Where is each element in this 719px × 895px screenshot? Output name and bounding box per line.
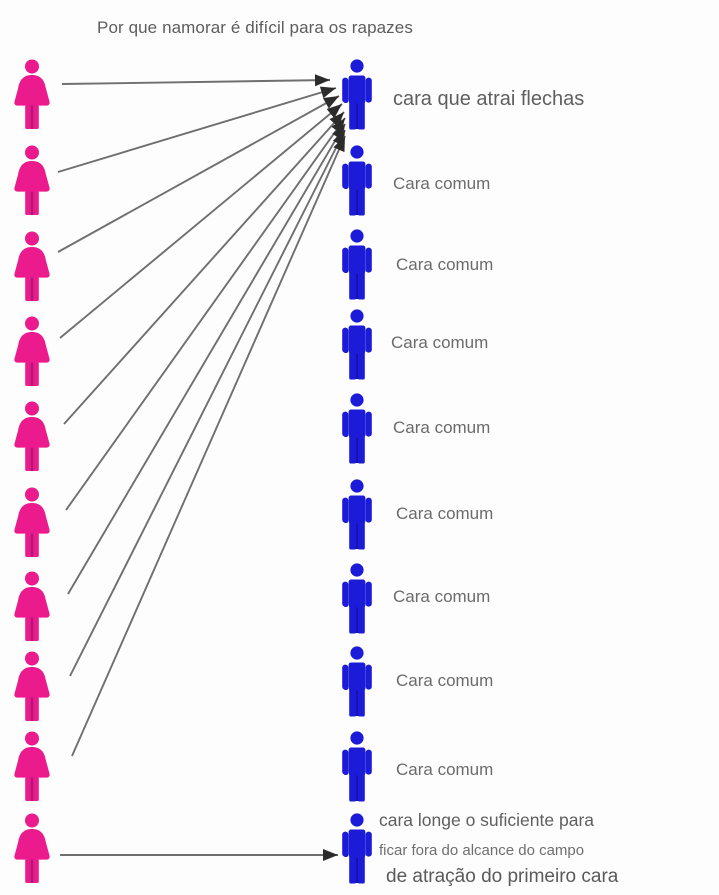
man-icon-4 — [337, 308, 377, 380]
arrow-female-5-to-first-male — [63, 111, 345, 425]
woman-icon-6 — [12, 486, 52, 558]
man-icon-8 — [337, 645, 377, 717]
male-row-label-6: Cara comum — [396, 504, 494, 523]
woman-icon-2 — [12, 144, 52, 216]
arrow-female-4-to-first-male — [59, 103, 343, 339]
woman-icon-5 — [12, 400, 52, 472]
male-row-label-8: Cara comum — [396, 671, 494, 690]
woman-icon-1 — [12, 58, 52, 130]
male-row-label-9: Cara comum — [396, 760, 494, 779]
arrow-female-10-to-last-male-head — [323, 849, 338, 861]
arrow-female-1-to-first-male-head — [314, 74, 330, 87]
man-icon-3 — [337, 228, 377, 300]
male-row-label-3: Cara comum — [396, 255, 494, 274]
male-row-label-4: Cara comum — [391, 333, 489, 352]
man-icon-2 — [337, 144, 377, 216]
woman-icon-4 — [12, 315, 52, 387]
male-row-label-2: Cara comum — [393, 174, 491, 193]
arrow-female-7-to-first-male — [67, 123, 346, 595]
far-guy-label-line-3: de atração do primeiro cara — [386, 866, 619, 887]
man-icon-7 — [337, 562, 377, 634]
male-row-label-1: cara que atrai flechas — [393, 88, 585, 110]
man-icon-9 — [337, 730, 377, 802]
woman-icon-10 — [12, 812, 52, 884]
arrow-female-9-to-first-male — [71, 135, 346, 757]
arrow-female-2-to-first-male — [57, 87, 337, 173]
man-icon-1 — [337, 58, 377, 130]
woman-icon-7 — [12, 570, 52, 642]
male-row-label-5: Cara comum — [393, 418, 491, 437]
woman-icon-9 — [12, 730, 52, 802]
arrow-female-1-to-first-male — [61, 79, 331, 85]
far-guy-label-line-1: cara longe o suficiente para — [379, 810, 594, 830]
man-icon-5 — [337, 392, 377, 464]
male-row-label-7: Cara comum — [393, 587, 491, 606]
arrow-female-3-to-first-male — [57, 95, 340, 253]
man-icon-6 — [337, 478, 377, 550]
far-guy-label-line-2: ficar fora do alcance do campo — [379, 842, 585, 859]
page-title: Por que namorar é difícil para os rapaze… — [97, 18, 413, 37]
man-icon-10 — [337, 812, 377, 884]
woman-icon-8 — [12, 650, 52, 722]
arrow-female-2-to-first-male-head — [319, 86, 336, 99]
arrow-female-6-to-first-male — [65, 117, 346, 511]
arrow-female-8-to-first-male — [69, 129, 346, 677]
woman-icon-3 — [12, 230, 52, 302]
